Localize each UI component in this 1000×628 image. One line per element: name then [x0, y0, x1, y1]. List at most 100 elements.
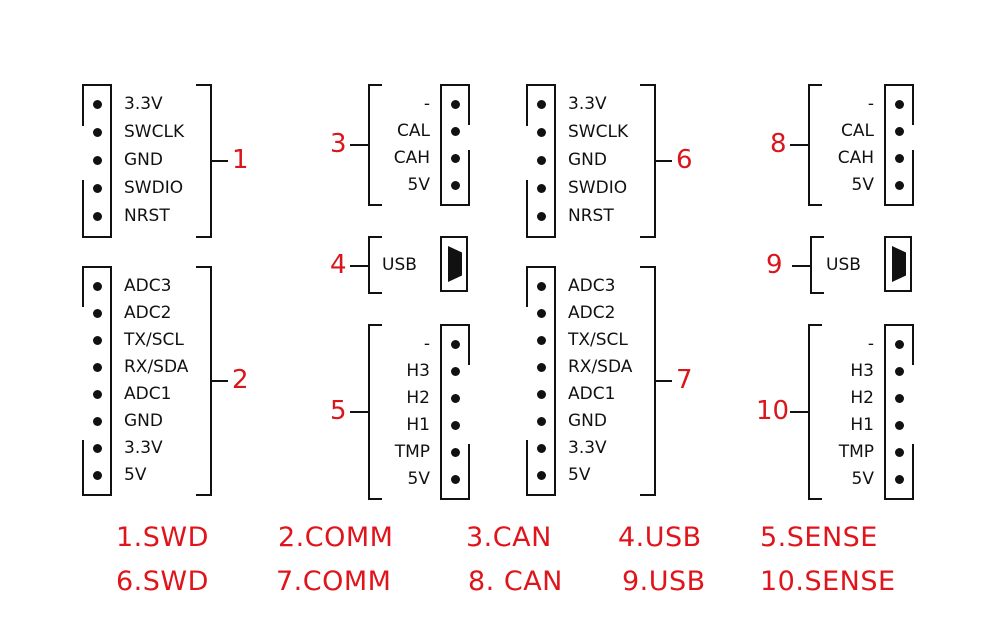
bracket-line — [368, 204, 382, 206]
pin-dot — [451, 339, 460, 349]
pin-label: H3 — [406, 360, 430, 381]
legend-item: 7.COMM — [276, 566, 392, 597]
bracket-line — [368, 324, 370, 500]
pin-dot — [895, 99, 904, 109]
pin-label: ADC3 — [124, 275, 172, 296]
usb-port-icon — [884, 236, 912, 292]
pin-dot — [93, 281, 102, 291]
pin-label: GND — [124, 150, 163, 170]
pin-dot — [93, 443, 102, 453]
bracket-line — [368, 84, 382, 86]
pin-label: ADC1 — [124, 383, 172, 404]
bracket-line — [884, 498, 914, 500]
pin-label: CAH — [393, 147, 430, 168]
connector-number: 6 — [676, 145, 693, 175]
bracket-line — [368, 236, 382, 238]
bracket-line — [368, 324, 382, 326]
bracket-line — [526, 84, 528, 126]
pin-label: CAL — [841, 120, 874, 141]
bracket-line — [368, 84, 370, 206]
bracket-line — [440, 324, 468, 326]
connector-number: 9 — [766, 250, 783, 280]
pin-label: - — [423, 333, 430, 354]
pin-dot — [537, 416, 546, 426]
pin-dot — [895, 474, 904, 484]
pin-dot — [895, 393, 904, 403]
pin-label: 3.3V — [568, 94, 607, 114]
connector-number: 3 — [330, 129, 347, 159]
bracket-line — [368, 236, 370, 294]
bracket-line — [654, 160, 672, 162]
pin-dot — [537, 362, 546, 372]
bracket-line — [790, 411, 808, 413]
pin-label: NRST — [568, 206, 614, 226]
bracket-line — [792, 265, 810, 267]
bracket-line — [82, 236, 112, 238]
pin-dot — [537, 335, 546, 345]
bracket-line — [654, 380, 672, 382]
pin-label: ADC2 — [568, 302, 616, 323]
usb-port-icon — [440, 236, 468, 292]
legend-item: 10.SENSE — [760, 566, 896, 597]
pin-label: 5V — [851, 468, 874, 489]
pin-dot — [895, 126, 904, 136]
bracket-line — [912, 444, 914, 500]
pin-dot — [537, 156, 546, 165]
bracket-line — [808, 204, 822, 206]
bracket-line — [440, 498, 470, 500]
legend-item: 6.SWD — [116, 566, 209, 597]
bracket-line — [808, 324, 810, 500]
pin-label: 5V — [568, 464, 591, 485]
pin-dot — [537, 443, 546, 453]
bracket-line — [790, 144, 808, 146]
pin-label: 5V — [407, 468, 430, 489]
bracket-line — [526, 236, 556, 238]
connector-number: 10 — [756, 396, 790, 426]
pin-label: - — [423, 93, 430, 114]
pin-label: CAL — [397, 120, 430, 141]
bracket-line — [468, 150, 470, 206]
bracket-line — [368, 292, 382, 294]
connector-number: 8 — [770, 129, 787, 159]
bracket-line — [440, 84, 468, 86]
bracket-line — [350, 265, 368, 267]
connector-number: 2 — [232, 365, 249, 395]
legend-item: 4.USB — [618, 522, 702, 553]
pin-label: 3.3V — [568, 437, 607, 458]
pin-dot — [895, 339, 904, 349]
pin-dot — [93, 128, 102, 137]
connector-number: 1 — [232, 145, 249, 175]
bracket-line — [350, 144, 368, 146]
connector-number: 7 — [676, 365, 693, 395]
pin-label: ADC2 — [124, 302, 172, 323]
pin-label: RX/SDA — [568, 356, 633, 377]
bracket-line — [884, 84, 886, 204]
pin-label: 3.3V — [124, 94, 163, 114]
pin-dot — [451, 126, 460, 136]
pin-dot — [451, 153, 460, 163]
pin-dot — [537, 281, 546, 291]
pin-dot — [895, 153, 904, 163]
bracket-line — [526, 266, 554, 268]
pin-label: H2 — [850, 387, 874, 408]
bracket-line — [884, 204, 914, 206]
pin-dot — [537, 470, 546, 480]
pin-dot — [895, 180, 904, 190]
pin-label: - — [867, 93, 874, 114]
pin-label: 5V — [851, 174, 874, 195]
bracket-line — [526, 180, 528, 236]
bracket-line — [440, 204, 470, 206]
pin-label: SWCLK — [568, 122, 629, 142]
pin-dot — [93, 308, 102, 318]
bracket-line — [82, 266, 84, 307]
bracket-line — [912, 324, 914, 365]
bracket-line — [82, 440, 84, 494]
bracket-line — [82, 266, 110, 268]
pin-dot — [895, 366, 904, 376]
pin-dot — [537, 308, 546, 318]
bracket-line — [554, 84, 556, 236]
pin-dot — [451, 474, 460, 484]
pin-label: H1 — [850, 414, 874, 435]
pin-dot — [93, 156, 102, 165]
pin-dot — [93, 335, 102, 345]
